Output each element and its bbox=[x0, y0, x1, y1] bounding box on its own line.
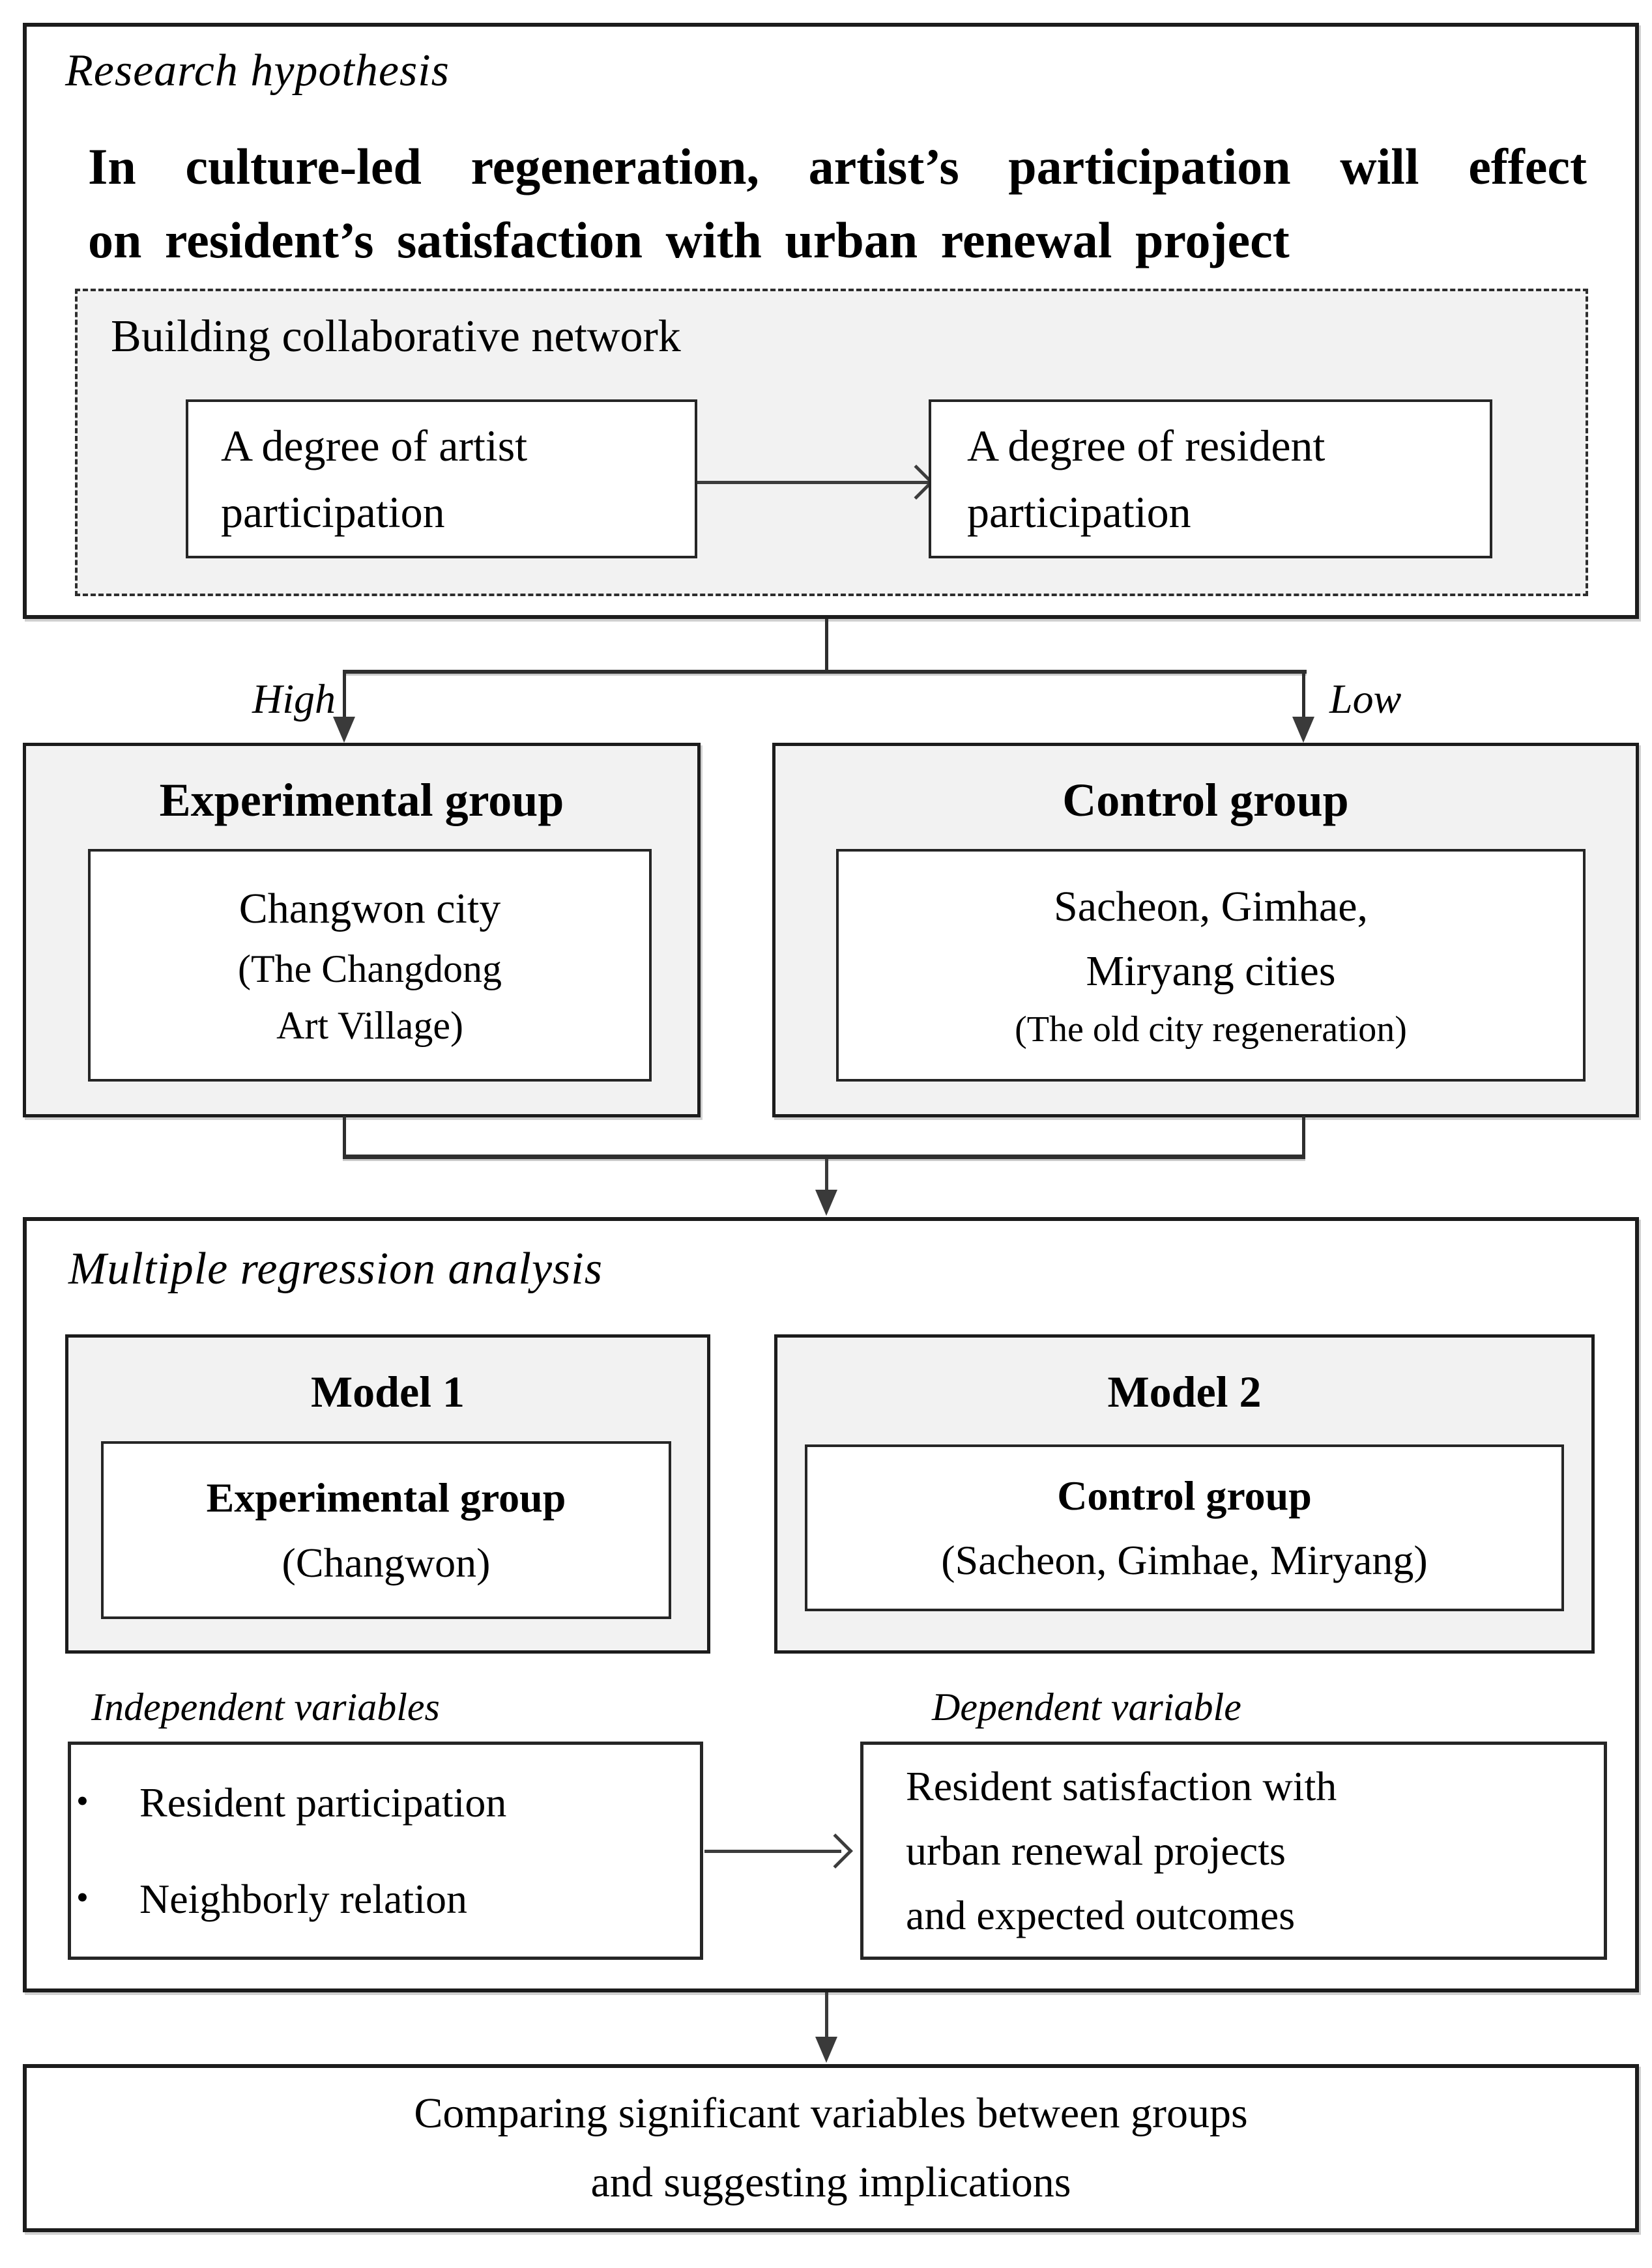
merge-horizontal-line bbox=[343, 1155, 1305, 1159]
dependent-line1: Resident satisfaction with bbox=[906, 1762, 1337, 1809]
conclusion-line2: and suggesting implications bbox=[590, 2159, 1071, 2206]
merge-center-line bbox=[825, 1159, 828, 1193]
independent-variables-label: Independent variables bbox=[91, 1686, 440, 1729]
research-hypothesis-label: Research hypothesis bbox=[65, 46, 450, 96]
dependent-line3: and expected outcomes bbox=[906, 1892, 1296, 1939]
control-group-box: Control group Sacheon, Gimhae, Miryang c… bbox=[772, 743, 1639, 1117]
branch-right-arrowhead-icon bbox=[1292, 717, 1314, 743]
independent-item-row: • Neighborly relation bbox=[71, 1867, 700, 1931]
artist-to-resident-arrow-line bbox=[697, 481, 931, 484]
independent-item-1: Resident participation bbox=[139, 1779, 507, 1826]
model2-box: Model 2 Control group (Sacheon, Gimhae, … bbox=[774, 1334, 1595, 1654]
model1-box: Model 1 Experimental group (Changwon) bbox=[65, 1334, 710, 1654]
control-cities-line1: Sacheon, Gimhae, bbox=[1053, 882, 1368, 930]
hypothesis-statement-line1: In culture-led regeneration, artist’s pa… bbox=[88, 138, 1587, 195]
regression-analysis-label: Multiple regression analysis bbox=[68, 1244, 603, 1294]
model1-title: Model 1 bbox=[310, 1367, 465, 1416]
merge-arrowhead-icon bbox=[815, 1190, 837, 1216]
hypothesis-stem-line bbox=[825, 619, 828, 671]
dependent-line2: urban renewal projects bbox=[906, 1827, 1286, 1874]
merge-left-stub bbox=[343, 1116, 346, 1156]
experimental-detail-line2: Art Village) bbox=[276, 1004, 463, 1047]
experimental-city: Changwon city bbox=[239, 885, 501, 932]
control-cities-line2: Miryang cities bbox=[1086, 947, 1336, 995]
branch-left-arrowhead-icon bbox=[333, 717, 355, 743]
independent-item-row: • Resident participation bbox=[71, 1770, 700, 1835]
conclusion-line1: Comparing significant variables between … bbox=[414, 2089, 1248, 2138]
bullet-icon: • bbox=[76, 1781, 89, 1821]
resident-participation-box: A degree of resident participation bbox=[929, 399, 1492, 558]
branch-label-high: High bbox=[252, 676, 336, 722]
conclusion-arrowhead-icon bbox=[815, 2037, 837, 2063]
model2-group: Control group bbox=[1057, 1472, 1312, 1519]
merge-right-stub bbox=[1302, 1116, 1305, 1156]
control-detail: (The old city regeneration) bbox=[1015, 1009, 1407, 1050]
hypothesis-statement-line2: on resident’s satisfaction with urban re… bbox=[88, 212, 1290, 269]
independent-item-2: Neighborly relation bbox=[139, 1875, 467, 1922]
branch-left-line bbox=[343, 670, 346, 719]
model1-detail: (Changwon) bbox=[282, 1539, 491, 1586]
dependent-variable-label: Dependent variable bbox=[932, 1686, 1241, 1729]
branch-horizontal-line bbox=[343, 670, 1307, 674]
artist-participation-text: A degree of artist participation bbox=[221, 421, 528, 537]
resident-participation-text: A degree of resident participation bbox=[967, 421, 1326, 537]
variables-arrowhead-icon bbox=[818, 1833, 853, 1869]
collaborative-network-box: Building collaborative network A degree … bbox=[75, 289, 1588, 596]
experimental-group-title: Experimental group bbox=[159, 774, 564, 826]
model2-detail-box: Control group (Sacheon, Gimhae, Miryang) bbox=[805, 1444, 1564, 1611]
bullet-icon: • bbox=[76, 1877, 89, 1917]
variables-arrow-line bbox=[704, 1850, 841, 1853]
model1-group: Experimental group bbox=[206, 1474, 566, 1521]
regression-analysis-box: Multiple regression analysis Model 1 Exp… bbox=[23, 1217, 1639, 1992]
experimental-group-box: Experimental group Changwon city (The Ch… bbox=[23, 743, 701, 1117]
independent-variables-box: • Resident participation • Neighborly re… bbox=[68, 1742, 703, 1960]
branch-label-low: Low bbox=[1329, 676, 1402, 722]
research-hypothesis-box: Research hypothesis In culture-led regen… bbox=[23, 23, 1639, 619]
model1-detail-box: Experimental group (Changwon) bbox=[101, 1441, 671, 1619]
control-group-detail-box: Sacheon, Gimhae, Miryang cities (The old… bbox=[836, 849, 1586, 1082]
conclusion-arrow-line bbox=[825, 1992, 828, 2040]
experimental-group-detail-box: Changwon city (The Changdong Art Village… bbox=[88, 849, 652, 1082]
collaborative-network-title: Building collaborative network bbox=[111, 311, 681, 362]
dependent-variable-box: Resident satisfaction with urban renewal… bbox=[860, 1742, 1607, 1960]
branch-right-line bbox=[1302, 670, 1305, 719]
experimental-detail-line1: (The Changdong bbox=[238, 947, 502, 990]
hypothesis-statement: In culture-led regeneration, artist’s pa… bbox=[88, 130, 1587, 277]
model2-detail: (Sacheon, Gimhae, Miryang) bbox=[941, 1537, 1428, 1583]
conclusion-box: Comparing significant variables between … bbox=[23, 2064, 1639, 2232]
artist-participation-box: A degree of artist participation bbox=[186, 399, 697, 558]
control-group-title: Control group bbox=[1062, 774, 1349, 826]
model2-title: Model 2 bbox=[1107, 1367, 1262, 1416]
